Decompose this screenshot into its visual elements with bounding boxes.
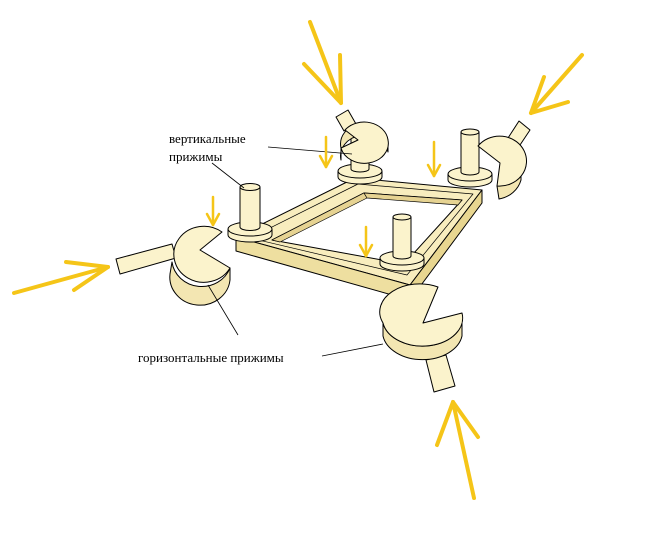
small-arrow-icon [358,225,374,258]
large-arrow-icon [529,53,584,115]
frame-inner-bevel [249,183,474,276]
picture-frame [235,177,483,301]
horizontal-clamp-bottom-handle [425,354,456,393]
label-horizontal-clamps: горизонтальные прижимы [138,350,284,365]
horizontal-clamp-left [115,225,231,306]
leader-horizontal-2 [321,343,384,357]
vertical-clamp-right [447,128,493,188]
horizontal-clamp-bottom [379,283,464,393]
horizontal-clamp-top [335,109,389,164]
horizontal-clamp-left-handle [115,243,177,275]
large-arrow-icon [302,20,343,105]
frame-inner-wall-2 [363,192,463,206]
small-arrow-icon [205,195,221,227]
label-vertical-clamps-line2: прижимы [169,149,223,164]
large-arrow-icon [435,400,480,500]
vertical-clamp-bottom [379,213,425,272]
frame-top-face [235,177,483,286]
small-force-arrows [205,135,442,258]
label-vertical-clamps-line1: вертикальные [169,131,246,146]
small-arrow-icon [426,140,442,178]
small-arrow-icon [318,135,334,169]
large-force-arrows [12,20,584,500]
large-arrow-icon [12,260,110,295]
leader-horizontal-1 [207,284,239,336]
leader-vertical-2 [211,162,245,189]
leader-vertical-1 [267,146,353,155]
vertical-clamp-left [227,183,273,243]
horizontal-clamp-top-right [477,120,531,200]
leader-lines [207,146,384,357]
